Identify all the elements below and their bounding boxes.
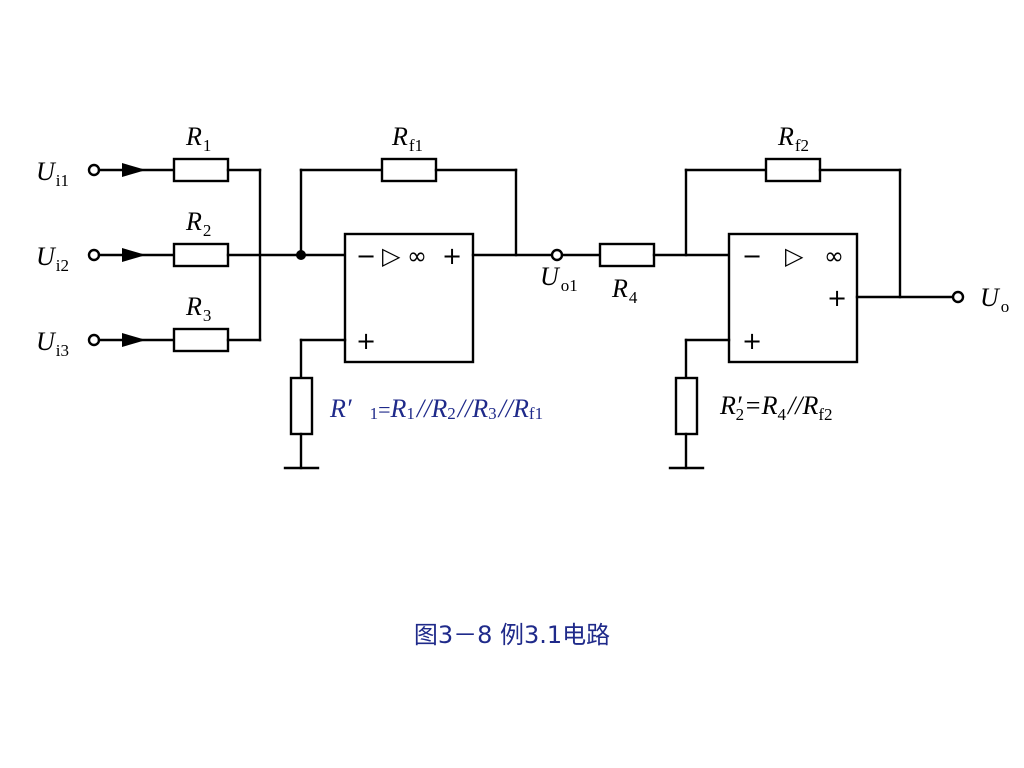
opamp1-plus-input-sign: + [356,327,376,355]
opamp2-body [727,232,859,364]
label-r4: R4 [611,274,638,307]
opamp1-minus-sign: − [356,242,376,270]
opamp1-plus-output-sign: + [442,242,462,270]
figure-caption: 图3－8 例3.1电路 [414,621,610,649]
opamp2-infinity-icon: ∞ [824,242,844,270]
resistor-r-prime-1 [289,376,314,436]
opamp1-infinity-icon: ∞ [407,242,427,270]
opamp2-plus-input-sign: + [742,327,762,355]
opamp2-plus-output-sign: + [827,284,847,312]
label-ui3: Ui3 [36,327,69,360]
input-branch-1 [87,157,262,183]
label-r1: R1 [185,122,211,155]
input-terminal-ui1 [87,163,101,177]
opamp2-minus-sign: − [742,242,762,270]
resistor-r-prime-2 [674,376,699,436]
resistor-r1 [172,157,230,183]
output-terminal-uo [951,290,965,304]
label-rf1: Rf1 [391,122,423,155]
input-branch-2 [87,242,230,268]
opamp1-body [343,232,475,364]
label-ui1: Ui1 [36,157,69,190]
output-terminal-uo1 [550,248,564,262]
input-terminal-ui2 [87,248,101,262]
balance1-formula: R′1=R1//R2//R3//Rf1 [329,394,543,423]
balance2-formula: R′2=R4//Rf2 [719,391,833,424]
resistor-r3 [172,327,230,353]
input-terminal-ui3 [87,333,101,347]
opamp1-triangle-icon: ▷ [382,242,401,270]
opamp2-triangle-icon: ▷ [785,242,804,270]
label-r2: R2 [185,207,211,240]
resistor-rf2 [764,157,822,183]
input-arrow-ui3 [122,333,146,347]
label-ui2: Ui2 [36,242,69,275]
resistor-r4 [598,242,656,268]
input-branch-3 [87,327,262,353]
input-arrow-ui2 [122,248,146,262]
label-rf2: Rf2 [777,122,809,155]
label-r3: R3 [185,292,211,325]
input-arrow-ui1 [122,163,146,177]
resistor-r2 [172,242,230,268]
resistor-rf1 [380,157,438,183]
